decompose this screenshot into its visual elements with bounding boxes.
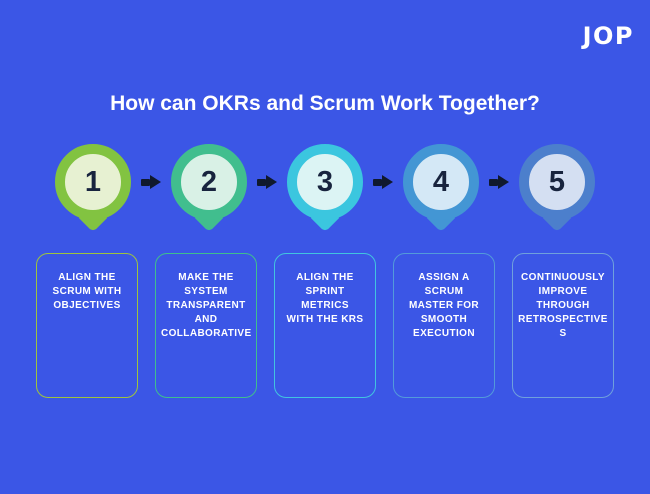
step-card-label: ASSIGN A SCRUM MASTER FOR SMOOTH EXECUTI… (408, 272, 480, 339)
step-card-1: ALIGN THE SCRUM WITH OBJECTIVES (36, 253, 138, 398)
step-card-2: MAKE THE SYSTEM TRANSPARENT AND COLLABOR… (155, 253, 257, 398)
arrow-right-icon (373, 144, 393, 220)
step-pin-1: 1 (55, 144, 131, 233)
step-cards-row: ALIGN THE SCRUM WITH OBJECTIVES MAKE THE… (0, 253, 650, 398)
arrow-right-icon (489, 144, 509, 220)
step-pin-3: 3 (287, 144, 363, 233)
arrow-right-icon (257, 144, 277, 220)
step-number: 3 (316, 165, 334, 198)
step-pin-2: 2 (171, 144, 247, 233)
step-pin-5: 5 (519, 144, 595, 233)
step-card-3: ALIGN THE SPRINT METRICS WITH THE KRS (274, 253, 376, 398)
steps-row: 1 2 3 4 (0, 144, 650, 233)
step-card-5: CONTINUOUSLY IMPROVE THROUGH RETROSPECTI… (512, 253, 614, 398)
step-number: 1 (84, 165, 102, 198)
step-card-label: ALIGN THE SCRUM WITH OBJECTIVES (52, 272, 122, 311)
pin-circle: 5 (519, 144, 595, 220)
page-title: How can OKRs and Scrum Work Together? (110, 92, 540, 115)
step-card-label: CONTINUOUSLY IMPROVE THROUGH RETROSPECTI… (518, 272, 608, 339)
step-card-label: MAKE THE SYSTEM TRANSPARENT AND COLLABOR… (161, 272, 252, 339)
pin-circle: 4 (403, 144, 479, 220)
pin-circle: 2 (171, 144, 247, 220)
pin-circle: 1 (55, 144, 131, 220)
step-card-label: ALIGN THE SPRINT METRICS WITH THE KRS (286, 272, 364, 325)
step-number: 2 (200, 165, 218, 198)
step-card-4: ASSIGN A SCRUM MASTER FOR SMOOTH EXECUTI… (393, 253, 495, 398)
jop-logo: JOP (582, 22, 634, 50)
step-pin-4: 4 (403, 144, 479, 233)
pin-circle: 3 (287, 144, 363, 220)
step-number: 4 (432, 165, 450, 198)
step-number: 5 (548, 165, 566, 198)
arrow-right-icon (141, 144, 161, 220)
